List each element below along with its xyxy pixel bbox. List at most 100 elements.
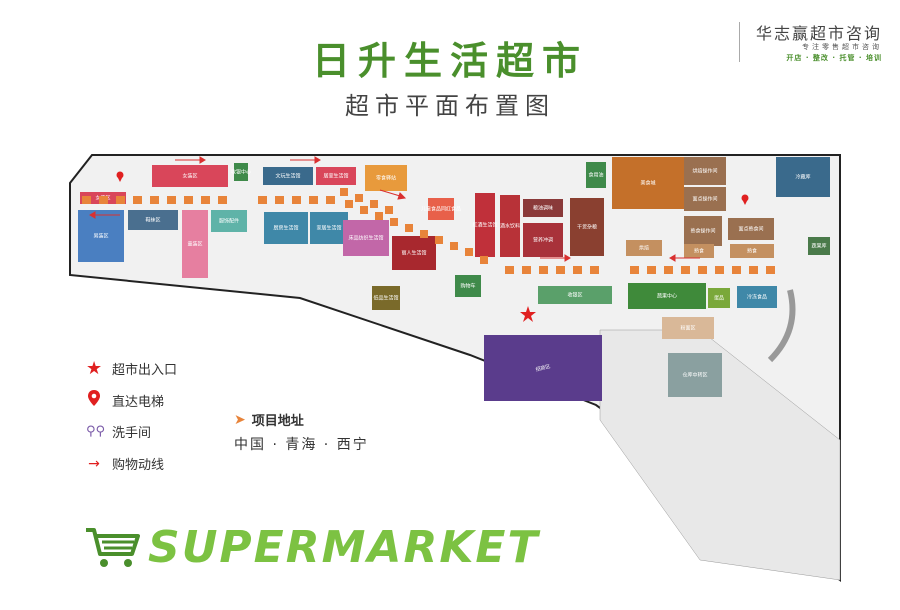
legend-label: 超市出入口 [112, 363, 178, 378]
zone-label: 仓库中转区 [682, 372, 707, 379]
shopping-path-tiles [82, 188, 775, 274]
zone-label: 面点操作间 [692, 196, 717, 203]
page-subtitle: 超市平面布置图 [345, 92, 555, 120]
brand-tagline: 专注零售超市咨询 [802, 43, 882, 51]
brand-divider [739, 22, 740, 62]
project-heading: ➤ 项目地址 [234, 410, 304, 430]
ramp-curve [767, 289, 796, 363]
zone-label: 童装区 [187, 241, 202, 248]
zone-block [538, 286, 612, 304]
zone-block [684, 187, 726, 211]
zone-block [455, 275, 481, 297]
brand-services: 开店 · 整改 · 托管 · 培训 [786, 54, 882, 62]
zone-block [728, 218, 774, 240]
zone-label: 家居生活馆 [316, 225, 341, 232]
zone-block [776, 157, 830, 197]
zone-block [737, 286, 777, 308]
zone-block [523, 199, 563, 217]
zone-label: 面点熟食间 [738, 226, 763, 233]
zone-block [684, 244, 714, 258]
zone-block [316, 167, 356, 185]
zone-label: 儿童食品同红食品 [421, 206, 461, 213]
zone-label: 男装区 [93, 233, 108, 240]
zone-label: 红酒生活馆 [472, 222, 497, 229]
zone-block [264, 212, 308, 244]
zone-label: 粉面区 [680, 325, 695, 332]
legend-item-flow: → 购物动线 [86, 454, 165, 474]
zone-label: 干货杂粮 [577, 224, 597, 231]
zone-block [730, 244, 774, 258]
zone-label: 床品纺织生活馆 [348, 235, 383, 242]
footer-supermarket-word: SUPERMARKET [148, 522, 540, 573]
zone-block [808, 237, 830, 255]
shopping-cart-icon [86, 528, 140, 567]
elevator-pin-icon [741, 194, 749, 205]
project-label: 项目地址 [251, 414, 304, 429]
project-address: 中国 · 青海 · 西宁 [234, 437, 369, 453]
zone-label: 熟食 [694, 248, 704, 255]
legend-item-entrance: ★ 超市出入口 [86, 358, 177, 379]
zone-block [662, 317, 714, 339]
zone-block [365, 165, 407, 191]
zone-block [628, 283, 706, 309]
zone-block [343, 220, 389, 256]
zone-label: 鞋袜区 [145, 217, 160, 224]
zone-block [310, 212, 348, 244]
flow-arrows [89, 156, 700, 262]
zone-label: 居室生活馆 [323, 173, 348, 180]
page-title: 日升生活超市 [311, 39, 588, 83]
zone-block [234, 163, 248, 181]
entrance-star-icon [520, 306, 536, 322]
zone-label: 招商区 [535, 363, 551, 373]
zone-block [586, 162, 606, 188]
zone-label: 文玩生活馆 [275, 173, 300, 180]
zone-label: 美食城 [640, 180, 655, 187]
zone-block [475, 193, 495, 257]
zone-label: 烘焙 [639, 245, 649, 252]
zone-label: 收银中心 [231, 169, 251, 176]
send-icon: ➤ [234, 411, 246, 428]
zone-label: 蛋品 [714, 295, 724, 302]
legend-label: 洗手间 [112, 426, 152, 441]
zone-label: 低品生活馆 [373, 295, 398, 302]
elevator-pin-icon [116, 171, 124, 182]
zone-label: 收银区 [567, 292, 582, 299]
restroom-icon: ⚲⚲ [86, 424, 106, 439]
zone-label: 冷冻食品 [747, 294, 767, 301]
zone-label: 购物车 [460, 283, 475, 290]
zone-block [684, 216, 722, 246]
zone-block [612, 157, 684, 209]
zone-label: 蔬果中心 [657, 293, 677, 300]
legend-item-restroom: ⚲⚲ 洗手间 [86, 422, 151, 441]
zone-label: 食用油 [588, 172, 603, 179]
pin-icon [86, 390, 102, 410]
zone-label: 厨房生活馆 [273, 225, 298, 232]
brand-name: 华志赢超市咨询 [755, 24, 882, 43]
zone-block [626, 240, 662, 256]
zone-label: 冷藏库 [795, 174, 810, 181]
zone-block [372, 286, 400, 310]
zone-label: 丽人生活馆 [401, 250, 426, 257]
zone-block [484, 335, 602, 401]
zone-label: 蔬果库 [811, 243, 826, 250]
legend-label: 购物动线 [112, 458, 165, 473]
zone-block [708, 288, 730, 308]
zone-block [668, 353, 722, 397]
zone-label: 服饰配件 [219, 218, 239, 225]
zone-block [500, 195, 520, 257]
zone-block [211, 210, 247, 232]
zone-block [152, 165, 228, 187]
zone-label: 熟食操作间 [690, 228, 715, 235]
zone-block [428, 198, 454, 220]
zone-block [78, 210, 124, 262]
zone-label: 女装区 [182, 173, 197, 180]
zone-label: 酒水饮料 [500, 223, 520, 230]
zone-label: 熟食 [747, 248, 757, 255]
zone-block [684, 157, 726, 185]
zone-block [182, 210, 208, 278]
floor-outline [69, 154, 841, 582]
zone-block [523, 223, 563, 257]
zone-block [128, 210, 178, 230]
zone-block [392, 236, 436, 270]
